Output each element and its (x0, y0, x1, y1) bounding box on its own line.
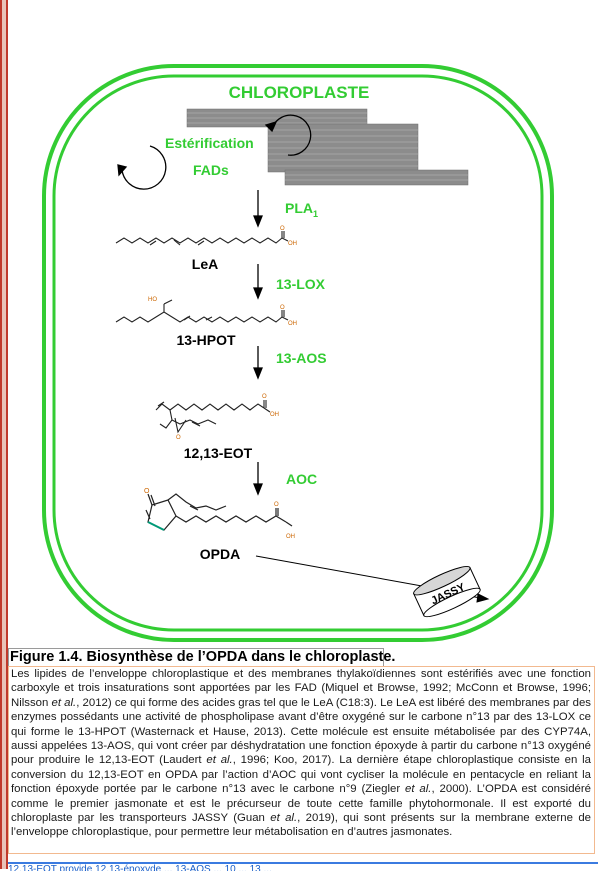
hpot-structure (115, 299, 289, 323)
opda-carbonyl-o: O (274, 502, 279, 508)
jassy-transporter: JASSY (413, 566, 481, 618)
eot-structure (155, 400, 271, 434)
lea-hydroxyl: OH (288, 241, 297, 247)
caption-body-box (8, 666, 595, 854)
opda-ketone-o: O (144, 488, 150, 495)
hpot-hydroxyl: OH (288, 321, 297, 327)
lea-structure (115, 231, 289, 246)
eot-hydroxyl: OH (270, 412, 279, 418)
thylakoid-cycle-arrow (264, 114, 312, 156)
aos-label: 13-AOS (276, 350, 327, 366)
lea-carbonyl-o: O (280, 226, 285, 232)
hpot-label: 13-HPOT (176, 332, 236, 348)
pathway-arrows (253, 190, 263, 496)
eot-label: 12,13-EOT (184, 445, 253, 461)
lea-label: LeA (192, 256, 218, 272)
cut-off-next-line: 12,13-EOT provide 12,13-époxyde ... 13-A… (8, 862, 598, 871)
fads-label: FADs (193, 162, 229, 178)
eot-epoxide-o: O (176, 435, 181, 441)
inner-envelope (52, 74, 544, 632)
eot-carbonyl-o: O (262, 394, 267, 400)
aoc-label: AOC (286, 471, 317, 487)
page-edge (0, 0, 8, 869)
chloroplast-title: CHLOROPLASTE (229, 83, 370, 102)
pla-label: PLA1 (285, 200, 318, 219)
lox-label: 13-LOX (276, 276, 326, 292)
opda-label: OPDA (200, 546, 240, 562)
hpot-carbonyl-o: O (280, 305, 285, 311)
opda-hydroxyl: OH (286, 534, 295, 540)
opda-biosynthesis-figure: CHLOROPLASTE Estérification FADs PLA1 13… (42, 64, 554, 642)
figure-caption-body: Les lipides de l’enveloppe chloroplastiq… (11, 668, 591, 839)
figure-caption-title: Figure 1.4. Biosynthèse de l’OPDA dans l… (10, 649, 396, 665)
opda-accent (147, 521, 165, 531)
opda-structure (145, 493, 293, 531)
outer-envelope (42, 64, 554, 642)
esterification-label: Estérification (165, 135, 254, 151)
hpot-hydroperoxy: HO (148, 297, 157, 303)
thylakoid-texture (187, 112, 468, 181)
esterification-cycle-arrow (117, 145, 167, 190)
